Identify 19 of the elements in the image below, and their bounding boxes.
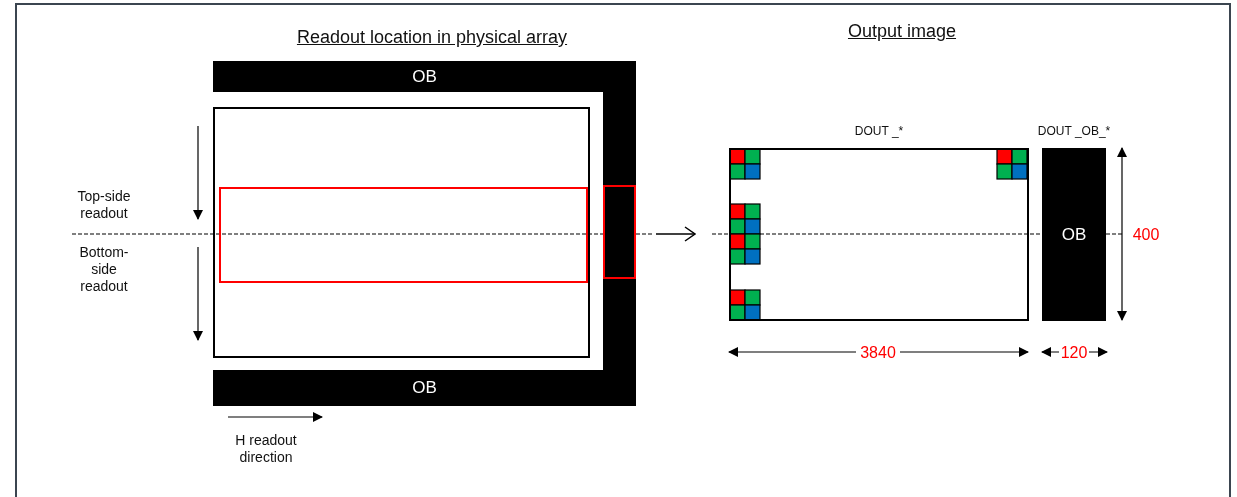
shield-bar — [1042, 148, 1106, 321]
heading: Readout location in physical array — [295, 27, 569, 49]
readout-region-box — [603, 185, 636, 279]
dimension-value: 400 — [1131, 225, 1161, 245]
pixel-array-box — [729, 148, 1029, 321]
node-label: OB — [412, 66, 437, 87]
pixel-array-box — [213, 107, 590, 358]
node-label: OB — [412, 378, 437, 398]
node-label: OB — [1061, 224, 1087, 245]
readout-region-box — [219, 187, 588, 283]
annotation-text: H readout direction — [234, 432, 298, 466]
annotation-text: Top-side readout — [76, 188, 132, 222]
signal-name: DOUT _OB_* — [1036, 124, 1112, 139]
annotation-text: Bottom-side readout — [78, 244, 130, 295]
arrow — [655, 226, 696, 242]
shield-bar — [213, 370, 636, 406]
heading: Output image — [846, 21, 958, 43]
shield-bar — [213, 61, 636, 92]
signal-name: DOUT _* — [853, 124, 905, 139]
